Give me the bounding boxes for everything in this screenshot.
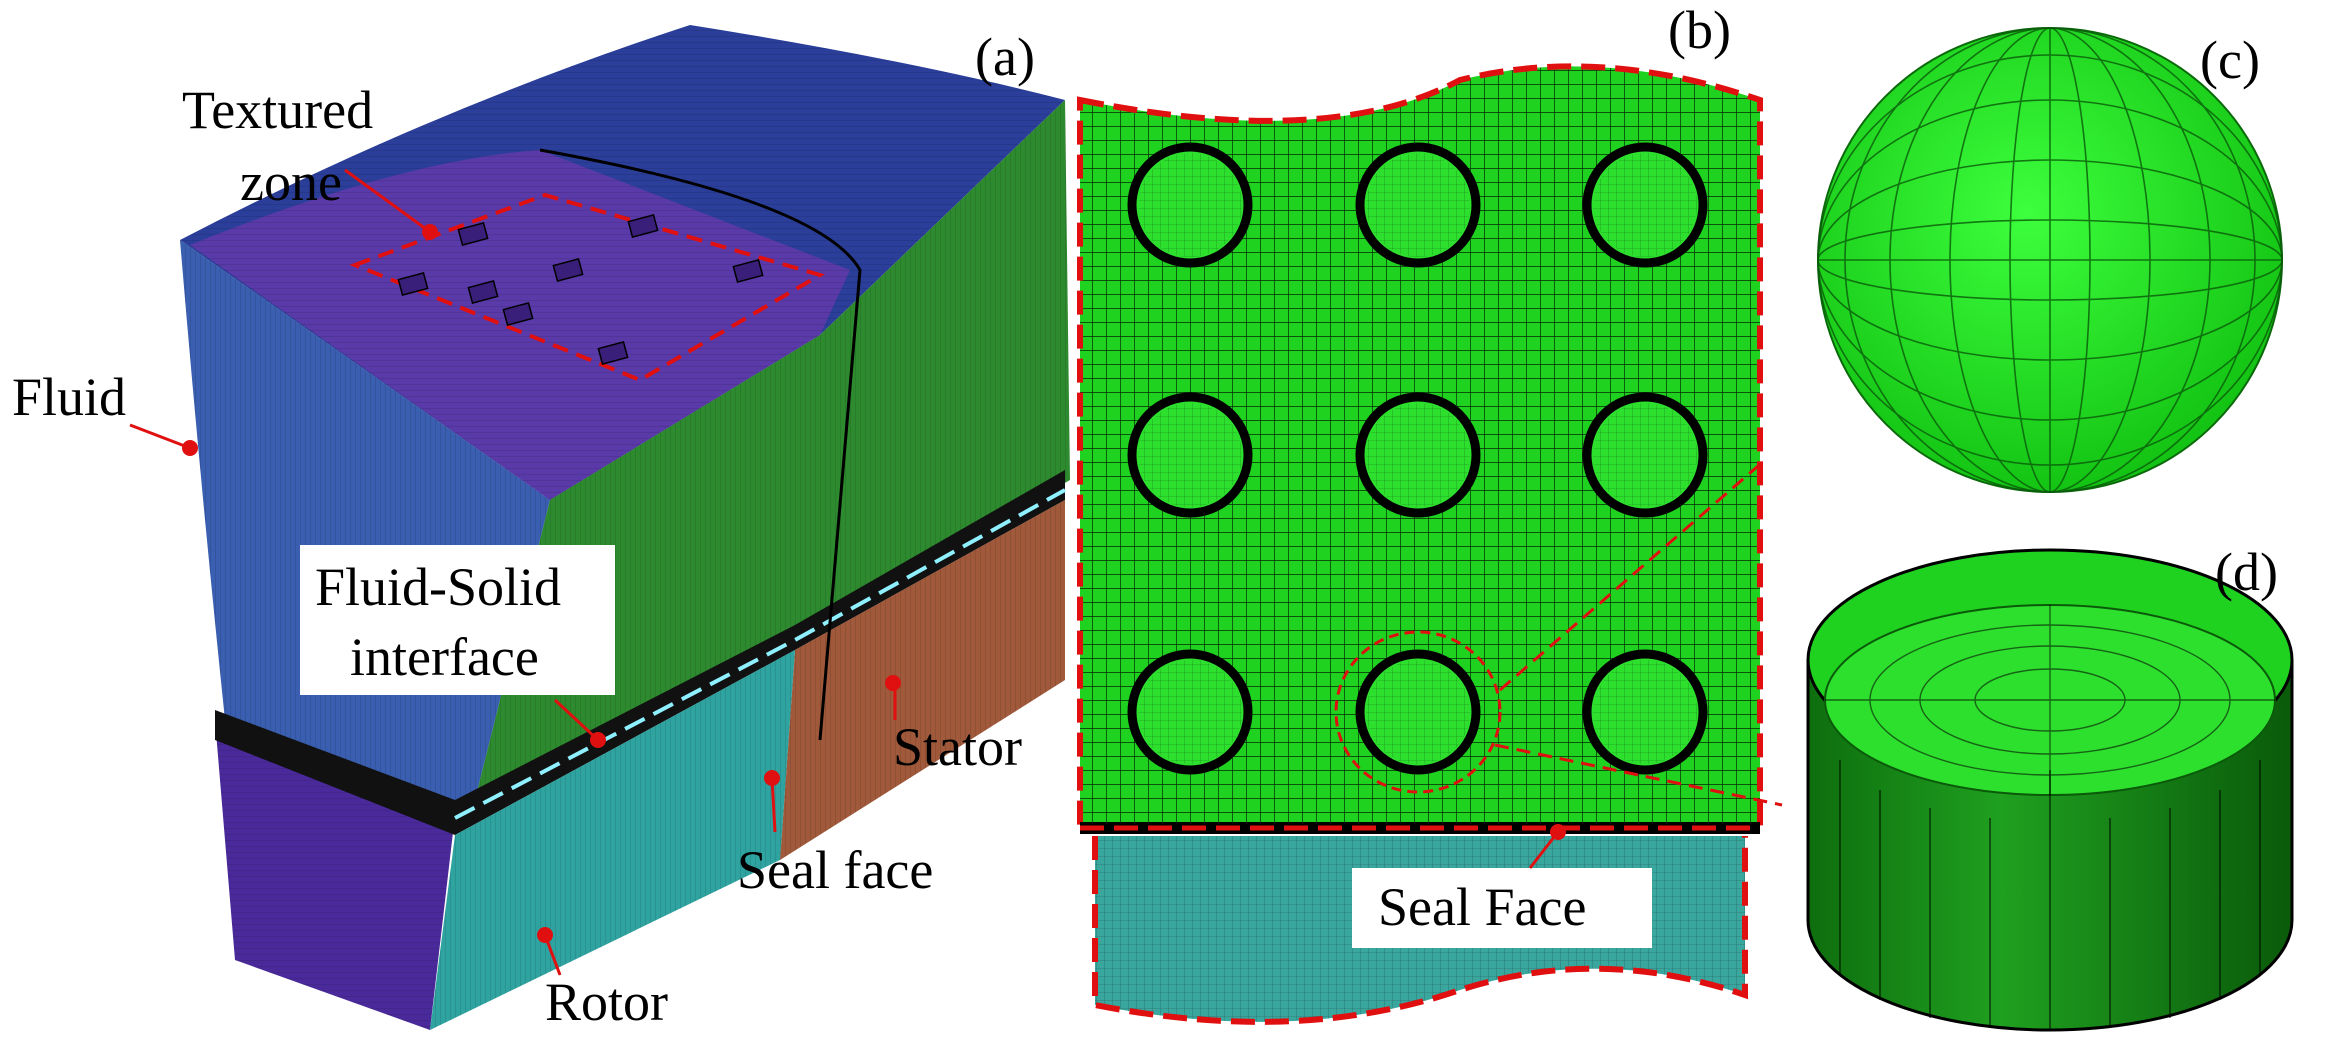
label-fluid: Fluid bbox=[12, 367, 126, 427]
label-fluid-solid-2: interface bbox=[350, 627, 539, 687]
callout-dot-fluid-solid bbox=[590, 732, 606, 748]
label-textured-zone-1: Textured bbox=[182, 80, 373, 140]
callout-textured-zone bbox=[344, 168, 431, 234]
leader-to-d bbox=[1494, 743, 1783, 807]
panel-label-a: (a) bbox=[975, 27, 1035, 87]
callout-fluid-solid bbox=[553, 698, 600, 742]
callout-dot-rotor bbox=[537, 927, 553, 943]
textured-dimples bbox=[397, 213, 764, 366]
panel-label-c: (c) bbox=[2200, 30, 2260, 90]
callout-fluid bbox=[129, 423, 191, 450]
interface-line bbox=[454, 488, 1066, 820]
leader-to-c bbox=[1499, 458, 1766, 692]
callout-dot-textured bbox=[422, 224, 438, 240]
panel-label-d: (d) bbox=[2215, 542, 2278, 602]
callout-dot-stator bbox=[885, 675, 901, 691]
panel-d-cylinder bbox=[1806, 548, 2294, 1032]
fluid-solid-box bbox=[300, 545, 615, 695]
highlight-dimple-ring bbox=[1334, 630, 1502, 794]
panel-label-b: (b) bbox=[1668, 0, 1731, 60]
label-seal-face-b: Seal Face bbox=[1378, 877, 1586, 937]
label-stator: Stator bbox=[893, 717, 1022, 777]
label-seal-face-a: Seal face bbox=[737, 840, 933, 900]
callout-seal-face-a bbox=[770, 777, 777, 833]
textured-zone-box bbox=[349, 192, 826, 383]
callout-dot-fluid bbox=[182, 440, 198, 456]
callout-dot-seal-face-a bbox=[764, 770, 780, 786]
label-rotor: Rotor bbox=[545, 972, 668, 1032]
label-fluid-solid-1: Fluid-Solid bbox=[315, 557, 561, 617]
label-textured-zone-2: zone bbox=[240, 152, 342, 212]
seal-face-b-box bbox=[1352, 868, 1652, 948]
callout-dot-seal-face-b bbox=[1550, 824, 1566, 840]
panel-c-sphere bbox=[1817, 27, 2283, 493]
panel-a-model bbox=[180, 25, 1070, 1030]
